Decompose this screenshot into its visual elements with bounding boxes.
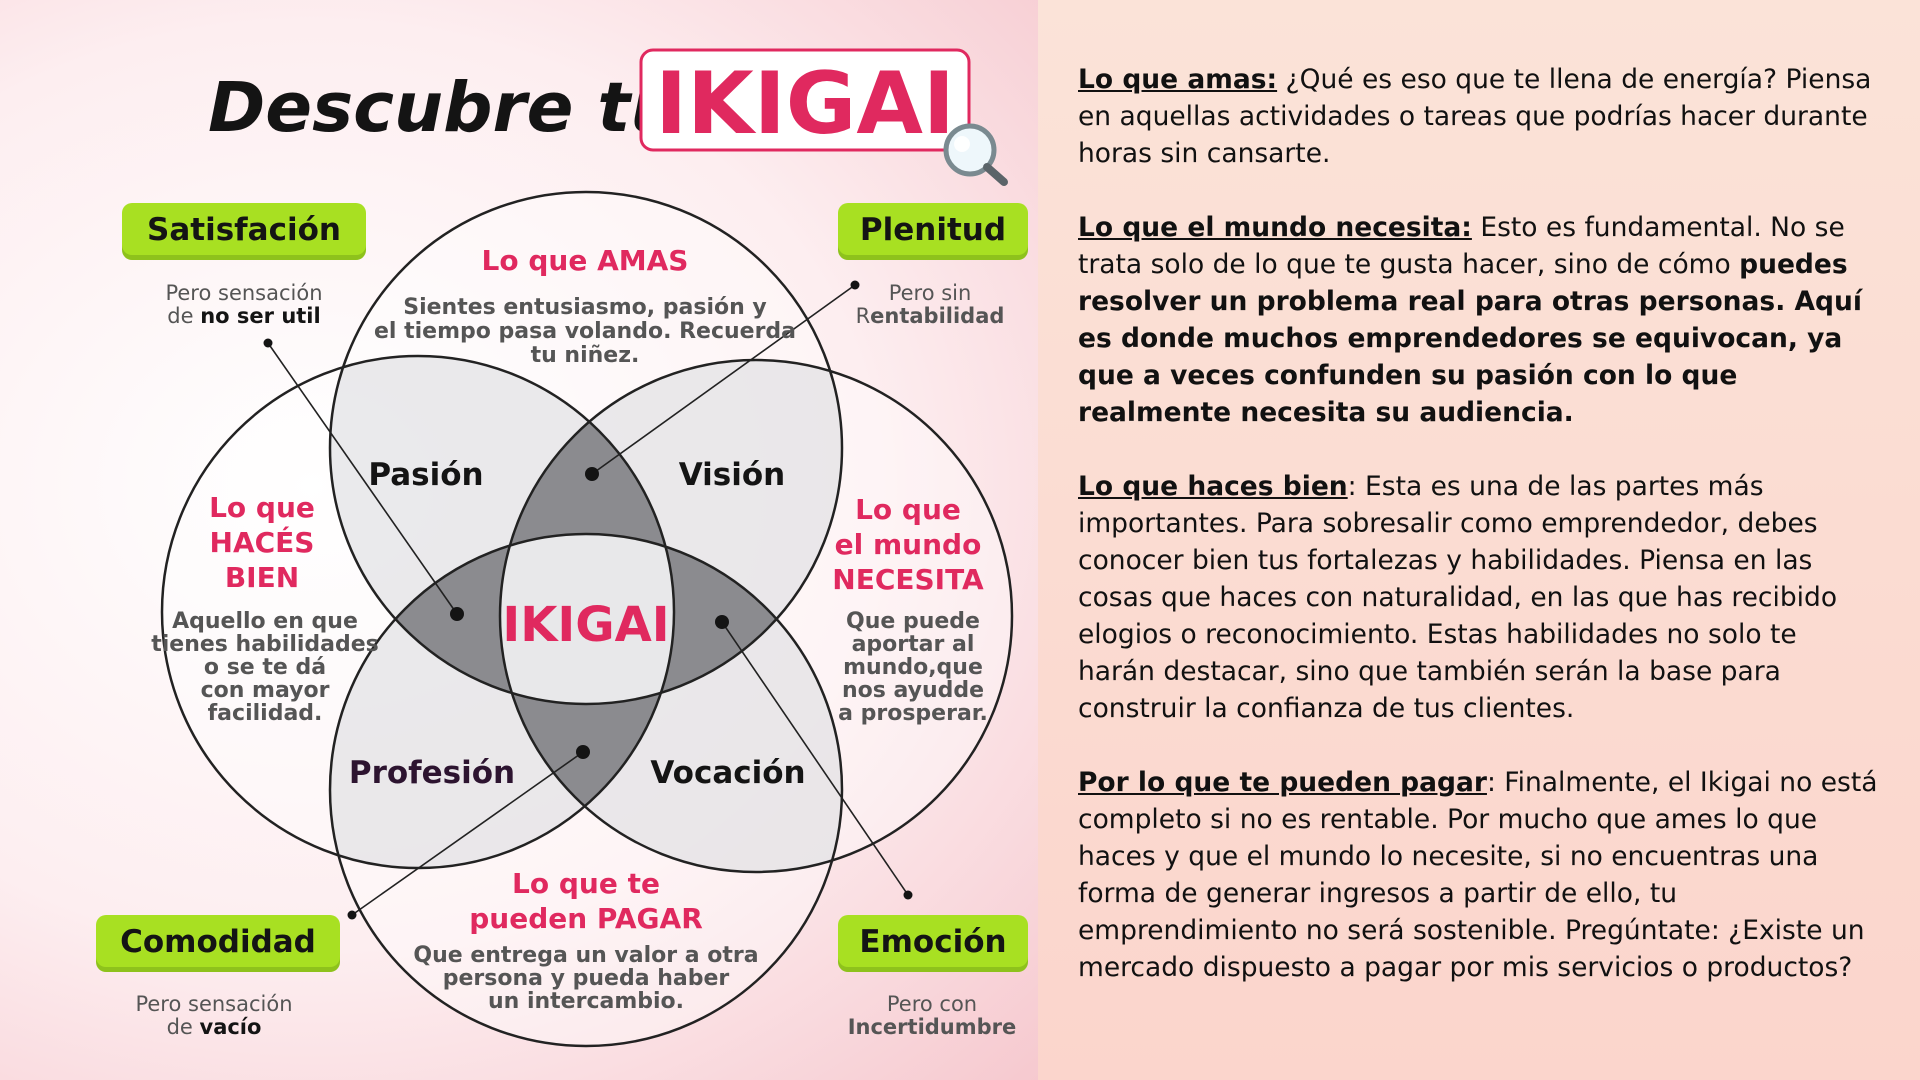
circle-lo-que-te-pueden-pagar [328, 532, 844, 1048]
pagar-desc-3: un intercambio. [488, 989, 684, 1014]
section-label: Lo que el mundo necesita: [1078, 212, 1472, 243]
haces-bien-desc-3: o se te dá [204, 655, 326, 680]
section-text: Esto es fundamental. No se trata solo de… [1078, 212, 1845, 280]
ikigai-panel: Descubre tu IKIGAI Lo [0, 0, 1038, 1080]
mundo-desc-1: Que puede [846, 609, 980, 634]
section-text: ¿Qué es eso que te llena de energía? Pie… [1078, 64, 1872, 169]
haces-bien-title-2: HACÉS [210, 525, 315, 559]
mundo-desc-2: aportar al [852, 632, 975, 657]
svg-text:Emoción: Emoción [859, 924, 1006, 960]
section-label: Por lo que te pueden pagar [1078, 767, 1487, 798]
haces-bien-title-1: Lo que [209, 491, 315, 524]
label-profesion: Profesión [349, 755, 515, 791]
label-vision: Visión [679, 457, 786, 493]
section-lo-que-amas: Lo que amas: ¿Qué es eso que te llena de… [1078, 61, 1878, 172]
title-prefix: Descubre tu [208, 68, 680, 148]
pagar-desc-1: Que entrega un valor a otra [413, 943, 758, 968]
circle-lo-que-amas [328, 190, 844, 706]
badge-comodidad: Comodidad [96, 915, 340, 972]
haces-bien-desc-1: Aquello en que [172, 609, 358, 634]
svg-text:Plenitud: Plenitud [860, 212, 1006, 248]
title-word: IKIGAI [655, 54, 955, 154]
pagar-title-2: pueden PAGAR [469, 902, 703, 935]
explanation-panel: Lo que amas: ¿Qué es eso que te llena de… [1038, 0, 1920, 1080]
mundo-desc-3: mundo,que [843, 655, 983, 680]
emocion-note-1: Pero con [887, 992, 977, 1016]
center-label: IKIGAI [502, 597, 669, 653]
mundo-desc-5: a prosperar. [838, 701, 988, 726]
badge-emocion: Emoción [838, 915, 1028, 972]
plenitud-note-2: Rentabilidad [856, 304, 1005, 328]
satisfaccion-note-2: de no ser util [167, 304, 320, 328]
mundo-title-1: Lo que [855, 493, 961, 526]
circle-lo-que-el-mundo-necesita [498, 358, 1014, 874]
connector-lines [267, 284, 909, 916]
section-por-lo-que-te-pueden-pagar: Por lo que te pueden pagar: Finalmente, … [1078, 764, 1878, 986]
title-box [639, 48, 971, 152]
section-text: : Finalmente, el Ikigai no está completo… [1078, 767, 1878, 983]
haces-bien-title-3: BIEN [225, 561, 299, 594]
svg-text:Comodidad: Comodidad [120, 924, 316, 960]
pagar-title-1: Lo que te [512, 867, 660, 900]
comodidad-note-1: Pero sensación [135, 992, 292, 1016]
pagar-desc-2: persona y pueda haber [443, 966, 730, 991]
svg-text:Satisfación: Satisfación [147, 212, 341, 248]
ikigai-diagram: Descubre tu IKIGAI Lo [96, 48, 1028, 1048]
section-lo-que-el-mundo-necesita: Lo que el mundo necesita: Esto es fundam… [1078, 209, 1878, 431]
amas-desc-3: tu niñez. [531, 343, 640, 368]
plenitud-note-1: Pero sin [889, 281, 972, 305]
haces-bien-desc-5: facilidad. [208, 701, 323, 726]
haces-bien-desc-4: con mayor [201, 678, 330, 703]
haces-bien-desc-2: tienes habilidades [151, 632, 379, 657]
label-pasion: Pasión [368, 457, 483, 493]
comodidad-note-2: de vacío [167, 1015, 262, 1039]
mundo-desc-4: nos ayudde [842, 678, 984, 703]
connector-dots [263, 280, 913, 920]
section-lo-que-haces-bien: Lo que haces bien: Esta es una de las pa… [1078, 468, 1878, 727]
satisfaccion-note-1: Pero sensación [165, 281, 322, 305]
label-vocacion: Vocación [650, 755, 805, 791]
section-bold-text: puedes resolver un problema real para ot… [1078, 249, 1862, 428]
amas-desc-2: el tiempo pasa volando. Recuerda [374, 319, 796, 344]
section-label: Lo que amas: [1078, 64, 1278, 95]
emocion-note-2: Incertidumbre [848, 1015, 1017, 1039]
amas-desc-1: Sientes entusiasmo, pasión y [403, 295, 767, 320]
amas-title: Lo que AMAS [482, 244, 689, 277]
badge-plenitud: Plenitud [838, 203, 1028, 260]
section-text: : Esta es una de las partes más importan… [1078, 471, 1838, 724]
magnifier-icon [943, 123, 1008, 186]
explanation-text: Lo que amas: ¿Qué es eso que te llena de… [1078, 61, 1878, 1023]
section-label: Lo que haces bien [1078, 471, 1348, 502]
badge-satisfaccion: Satisfación [122, 203, 366, 260]
mundo-title-2: el mundo [835, 528, 982, 561]
mundo-title-3: NECESITA [832, 563, 984, 596]
